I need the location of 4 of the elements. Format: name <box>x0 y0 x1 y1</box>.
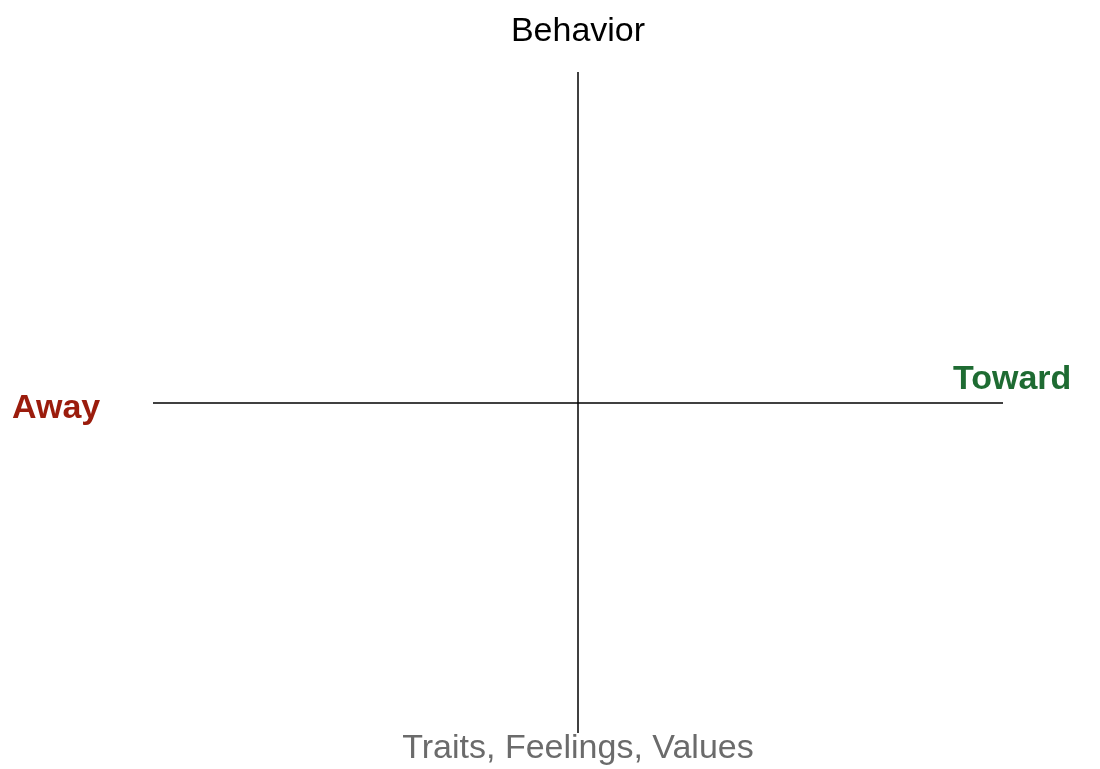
axis-title: Behavior <box>510 12 646 46</box>
axis-end-label: Away <box>12 389 101 423</box>
axis-title: Traits, Feelings, Values <box>402 729 754 763</box>
axis-end-label: Toward <box>953 360 1072 394</box>
